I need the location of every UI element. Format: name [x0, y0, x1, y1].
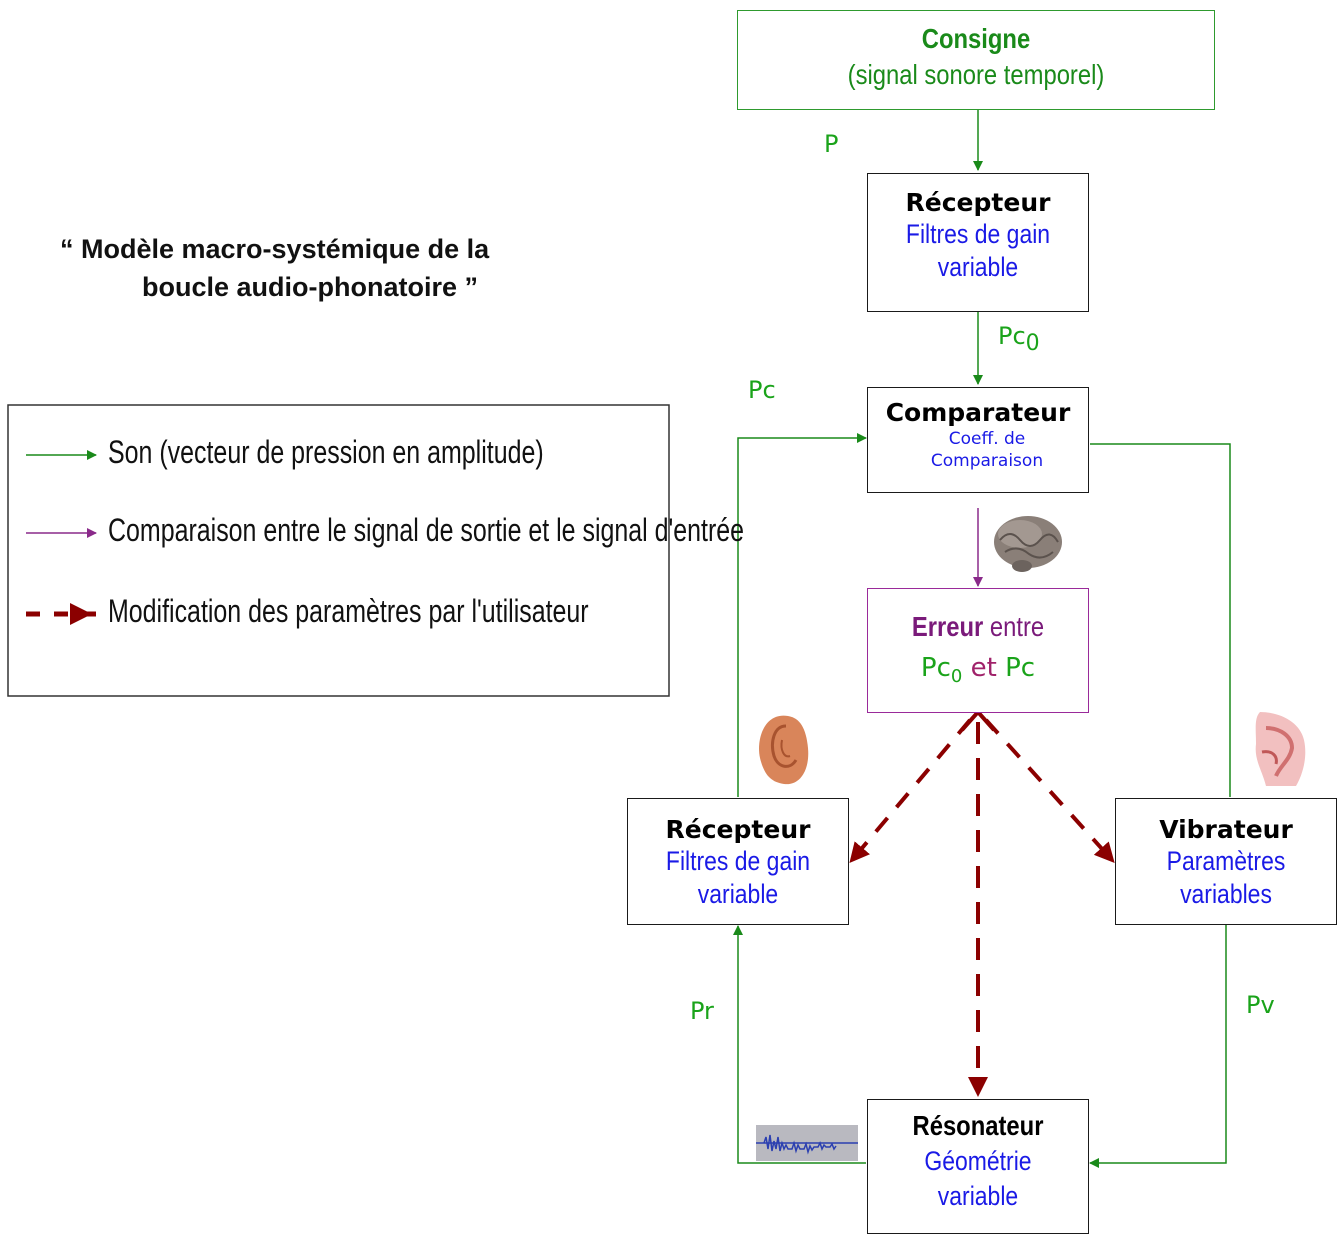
legend-item-sound: Son (vecteur de pression en amplitude) — [108, 434, 544, 470]
edge-label-pv: Pv — [1246, 991, 1275, 1019]
ear-icon — [759, 715, 809, 785]
node-erreur: Erreur entre Pc0 et Pc — [867, 588, 1089, 713]
edge-label-pc0-sub: 0 — [1025, 330, 1040, 356]
erreur-title-rest: entre — [983, 611, 1045, 642]
legend-item-comparison: Comparaison entre le signal de sortie et… — [108, 512, 745, 548]
vibrateur-line2: variables — [1180, 879, 1272, 909]
consigne-subtitle: (signal sonore temporel) — [847, 59, 1105, 90]
edge-recepteur-left-comparateur — [737, 433, 867, 797]
edge-resonateur-recepteur-left — [733, 925, 866, 1164]
node-resonateur: Résonateur Géométrie variable — [867, 1099, 1089, 1234]
vibrateur-line1: Paramètres — [1166, 846, 1286, 876]
edge-label-p: P — [824, 130, 839, 158]
recepteur-top-line2: variable — [937, 252, 1019, 282]
edge-erreur-recepteur-left — [849, 718, 972, 864]
consigne-title: Consigne — [921, 23, 1031, 54]
edge-comparateur-vibrateur — [1090, 443, 1231, 797]
edge-label-pr: Pr — [690, 997, 714, 1025]
edge-label-pc0: Pc0 — [998, 322, 1040, 356]
comparateur-title: Comparateur — [885, 398, 1071, 427]
erreur-title-bold: Erreur — [911, 611, 984, 642]
erreur-pc: Pc — [1005, 653, 1036, 683]
erreur-title: Erreur entre — [885, 611, 1072, 643]
erreur-pc0: Pc — [920, 653, 951, 683]
node-recepteur-top: Récepteur Filtres de gain variable — [867, 173, 1089, 312]
brain-icon — [994, 516, 1062, 572]
recepteur-left-line2: variable — [697, 879, 779, 909]
erreur-formula: Pc0 et Pc — [868, 653, 1088, 687]
node-comparateur: Comparateur Coeff. de Comparaison — [867, 387, 1089, 493]
vocal-tract-icon — [1255, 712, 1306, 786]
erreur-et: et — [962, 653, 1006, 683]
comparateur-line2: Comparaison — [930, 451, 1044, 471]
title-line-2: boucle audio-phonatoire ” — [142, 272, 478, 302]
node-consigne: Consigne (signal sonore temporel) — [737, 10, 1215, 110]
recepteur-left-title: Récepteur — [665, 815, 811, 844]
comparateur-line1: Coeff. de — [948, 429, 1026, 449]
diagram-title: “ Modèle macro-systémique de la boucle a… — [60, 230, 620, 306]
legend-item-modification: Modification des paramètres par l'utilis… — [108, 593, 589, 629]
edge-erreur-vibrateur — [984, 718, 1115, 863]
edge-label-pc: Pc — [748, 376, 776, 404]
title-line-1: “ Modèle macro-systémique de la — [60, 234, 490, 264]
resonateur-line2: variable — [937, 1181, 1019, 1211]
resonateur-title: Résonateur — [912, 1110, 1044, 1141]
erreur-pc0-sub: 0 — [950, 666, 963, 688]
legend-dashed-arrowhead — [70, 603, 92, 625]
edge-label-pc0-main: Pc — [998, 322, 1026, 350]
vibrateur-title: Vibrateur — [1159, 815, 1293, 844]
recepteur-top-title: Récepteur — [905, 188, 1051, 217]
resonateur-line1: Géométrie — [924, 1146, 1032, 1176]
waveform-icon — [756, 1125, 858, 1161]
edge-vibrateur-resonateur — [1089, 925, 1227, 1168]
recepteur-top-line1: Filtres de gain — [905, 219, 1051, 249]
node-recepteur-left: Récepteur Filtres de gain variable — [627, 798, 849, 925]
recepteur-left-line1: Filtres de gain — [665, 846, 811, 876]
node-vibrateur: Vibrateur Paramètres variables — [1115, 798, 1337, 925]
legend-box — [7, 404, 670, 697]
